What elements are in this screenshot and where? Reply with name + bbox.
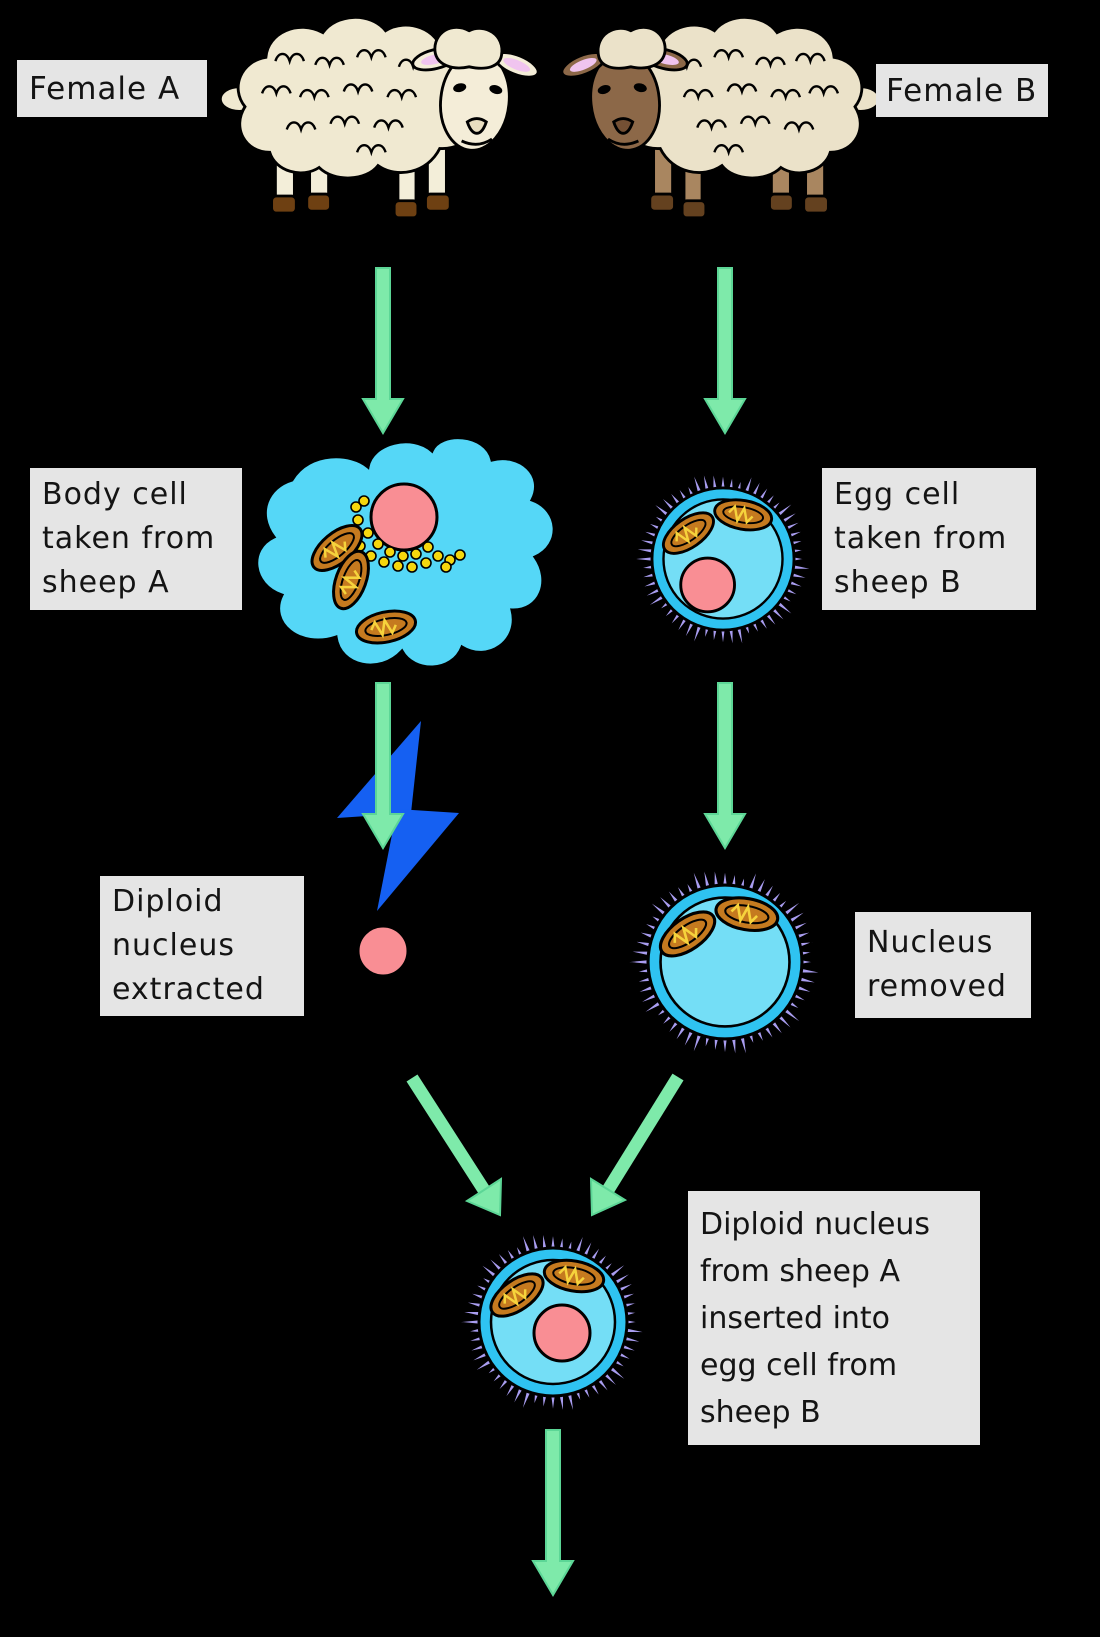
merge-arrow-left bbox=[406, 1074, 503, 1217]
label-text: Diploid nucleus bbox=[700, 1206, 931, 1242]
egg-cell-nucleus bbox=[679, 556, 736, 614]
label-text: Body cell bbox=[42, 477, 188, 512]
label-text: Female A bbox=[29, 70, 181, 107]
label-female-a: Female A bbox=[17, 60, 207, 117]
label-text: taken from bbox=[42, 521, 216, 556]
merge-arrow-right bbox=[589, 1073, 684, 1217]
label-text: from sheep A bbox=[700, 1253, 901, 1289]
label-text: Female B bbox=[886, 72, 1038, 109]
enucleated-egg-illustration bbox=[625, 866, 824, 1059]
label-text: removed bbox=[867, 969, 1007, 1004]
label-diploid-extracted: Diploid nucleus extracted bbox=[100, 876, 304, 1016]
body-cell-nucleus bbox=[369, 482, 439, 552]
label-text: sheep A bbox=[42, 565, 170, 600]
sheep-a-illustration bbox=[220, 17, 541, 217]
label-text: sheep B bbox=[834, 565, 962, 600]
label-text: egg cell from bbox=[700, 1347, 898, 1383]
label-nucleus-inserted: Diploid nucleus from sheep A inserted in… bbox=[688, 1191, 980, 1445]
label-body-cell: Body cell taken from sheep A bbox=[30, 468, 242, 610]
label-text: Egg cell bbox=[834, 477, 961, 512]
egg-down-arrow bbox=[704, 682, 746, 849]
label-text: sheep B bbox=[700, 1394, 821, 1430]
label-female-b: Female B bbox=[876, 64, 1048, 117]
down-arrow-sheep-a bbox=[362, 267, 404, 434]
egg-cell-illustration bbox=[630, 471, 814, 648]
body-cell-illustration bbox=[255, 436, 556, 669]
label-text: extracted bbox=[112, 972, 265, 1007]
down-arrow-sheep-b bbox=[704, 267, 746, 434]
fused-cell-illustration bbox=[456, 1230, 648, 1415]
final-down-arrow bbox=[532, 1429, 574, 1596]
inserted-nucleus bbox=[532, 1303, 592, 1363]
label-text: nucleus bbox=[112, 928, 235, 963]
sheep-b-illustration bbox=[559, 17, 880, 217]
label-text: Diploid bbox=[112, 884, 224, 919]
label-nucleus-removed: Nucleus removed bbox=[855, 912, 1031, 1018]
extracted-nucleus bbox=[356, 924, 410, 978]
label-text: taken from bbox=[834, 521, 1008, 556]
label-egg-cell: Egg cell taken from sheep B bbox=[822, 468, 1036, 610]
label-text: Nucleus bbox=[867, 925, 994, 960]
label-text: inserted into bbox=[700, 1300, 891, 1336]
